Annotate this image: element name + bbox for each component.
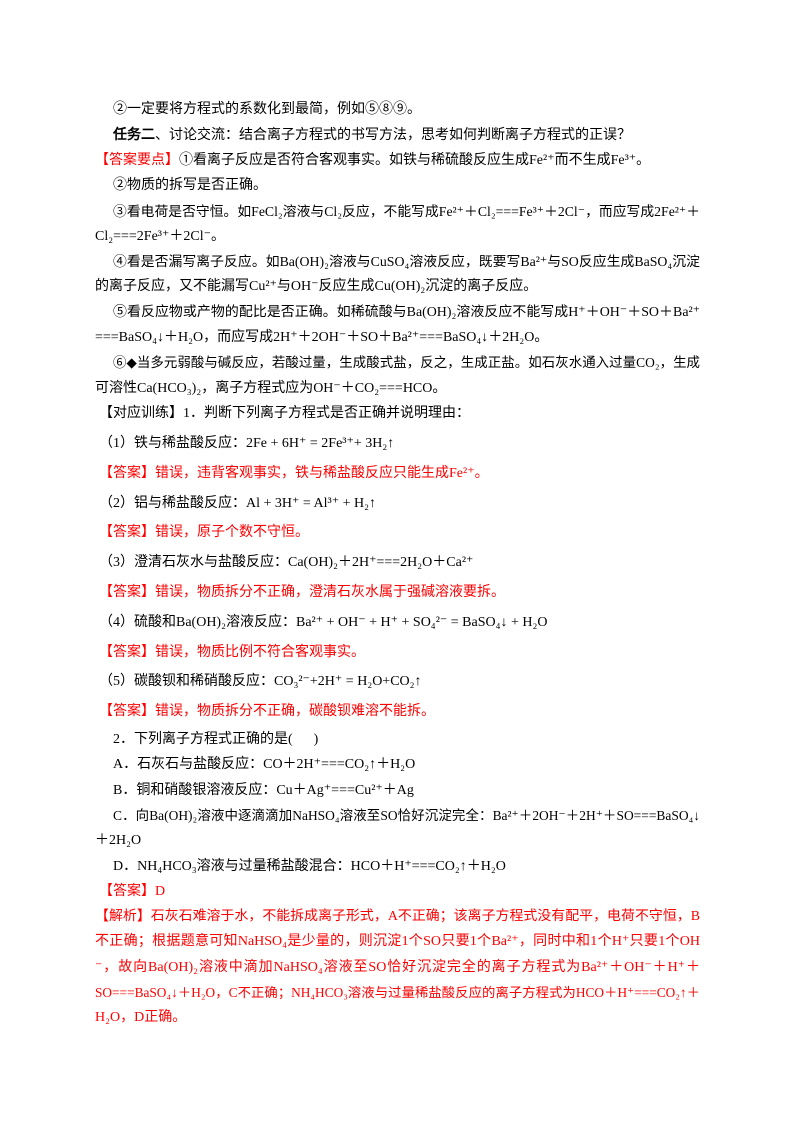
task-two-heading: 任务二、讨论交流：结合离子方程式的书写方法，思考如何判断离子方程式的正误？ bbox=[95, 123, 700, 148]
answer-point-1: 【答案要点】①看离子反应是否符合客观事实。如铁与稀硫酸反应生成Fe²⁺而不生成F… bbox=[95, 148, 700, 173]
task-two-prompt: 、讨论交流：结合离子方程式的书写方法，思考如何判断离子方程式的正误？ bbox=[155, 127, 631, 143]
q2-analysis-line-5: H₂O，D正确。 bbox=[95, 1010, 187, 1026]
practice-label: 【对应训练】 bbox=[99, 405, 183, 421]
q2-option-d: D．NH₄HCO₃溶液与过量稀盐酸混合：HCO＋H⁺===CO₂↑＋H₂O bbox=[113, 858, 506, 874]
answer-points-label: 【答案要点】 bbox=[95, 152, 179, 168]
answer-point-6-line-1: ⑥◆当多元弱酸与碱反应，若酸过量，生成酸式盐，反之，生成正盐。如石灰水通入过量C… bbox=[113, 355, 700, 371]
q1-item-4-answer: 【答案】错误，物质比例不符合客观事实。 bbox=[99, 644, 365, 660]
q1-items: （1）铁与稀盐酸反应：2Fe + 6H⁺ = 2Fe³⁺+ 3H₂↑ 【答案】错… bbox=[95, 429, 700, 727]
q2-analysis-line-3: ⁻，故向Ba(OH)₂溶液中滴加NaHSO₄溶液至SO恰好沉淀完全的离子方程式为… bbox=[95, 959, 700, 975]
q1-item-5-answer: 【答案】错误，物质拆分不正确，碳酸钡难溶不能拆。 bbox=[99, 704, 435, 720]
answer-point-5-line-2: ===BaSO₄↓＋H₂O，而应写成2H⁺＋2OH⁻＋SO＋Ba²⁺===BaS… bbox=[95, 330, 549, 346]
task-one-note: ②一定要将方程式的系数化到最简，例如⑤⑧⑨。 bbox=[113, 102, 421, 118]
q1-item-3-answer: 【答案】错误，物质拆分不正确，澄清石灰水属于强碱溶液要拆。 bbox=[99, 585, 505, 601]
content-column: ②一定要将方程式的系数化到最简，例如⑤⑧⑨。 任务二、讨论交流：结合离子方程式的… bbox=[95, 97, 700, 1030]
answer-point-3-line-2: Cl₂===2Fe³⁺＋2Cl⁻。 bbox=[95, 228, 225, 244]
task-two-title: 任务二 bbox=[113, 127, 155, 143]
answer-point-4-line-2: 的离子反应，又不能漏写Cu²⁺与OH⁻反应生成Cu(OH)₂沉淀的离子反应。 bbox=[95, 279, 538, 295]
answer-point-6-line-2: 可溶性Ca(HCO₃)₂，离子方程式应为OH⁻＋CO₂===HCO。 bbox=[95, 380, 447, 396]
q1-item-5-question: （5）碳酸钡和稀硝酸反应：CO₃²⁻+2H⁺ = H₂O+CO₂↑ bbox=[99, 674, 422, 690]
answer-point-3-line-1: ③看电荷是否守恒。如FeCl₂溶液与Cl₂反应，不能写成Fe²⁺＋Cl₂===F… bbox=[113, 203, 700, 219]
q2-option-c-line-1: C．向Ba(OH)₂溶液中逐滴滴加NaHSO₄溶液至SO恰好沉淀完全：Ba²⁺＋… bbox=[113, 807, 700, 823]
q1-stem-text: 1．判断下列离子方程式是否正确并说明理由： bbox=[183, 405, 470, 421]
q2-option-b: B．铜和硝酸银溶液反应：Cu＋Ag⁺===Cu²⁺＋Ag bbox=[113, 782, 414, 798]
answer-point-4-line-1: ④看是否漏写离子反应。如Ba(OH)₂溶液与CuSO₄溶液反应，既要写Ba²⁺与… bbox=[113, 254, 700, 270]
q2-answer: 【答案】D bbox=[99, 883, 166, 899]
q1-item-2-question: （2）铝与稀盐酸反应：Al + 3H⁺ = Al³⁺ + H₂↑ bbox=[99, 495, 376, 511]
q2-analysis-line-1: 【解析】石灰石难溶于水，不能拆成离子形式，A不正确；该离子方程式没有配平，电荷不… bbox=[95, 909, 700, 925]
q1-item-1-question: （1）铁与稀盐酸反应：2Fe + 6H⁺ = 2Fe³⁺+ 3H₂↑ bbox=[99, 436, 395, 452]
q2-analysis-line-2: 不正确；根据题意可知NaHSO₄是少量的，则沉淀1个SO只要1个Ba²⁺，同时中… bbox=[95, 934, 700, 950]
q1-item-2-answer: 【答案】错误，原子个数不守恒。 bbox=[99, 525, 309, 541]
practice-q1-stem: 【对应训练】1．判断下列离子方程式是否正确并说明理由： bbox=[95, 401, 700, 426]
q1-item-4-question: （4）硫酸和Ba(OH)₂溶液反应：Ba²⁺ + OH⁻ + H⁺ + SO₄²… bbox=[99, 614, 548, 630]
q1-item-3-question: （3）澄清石灰水与盐酸反应：Ca(OH)₂＋2H⁺===2H₂O＋Ca²⁺ bbox=[99, 555, 474, 571]
q2-stem: 2．下列离子方程式正确的是( ) bbox=[113, 732, 319, 748]
q2-analysis-line-4: SO===BaSO₄↓＋H₂O，C不正确；NH₄HCO₃溶液与过量稀盐酸反应的离… bbox=[95, 984, 700, 1000]
q1-item-1-answer: 【答案】错误，违背客观事实，铁与稀盐酸反应只能生成Fe²⁺。 bbox=[99, 465, 489, 481]
q2-option-c-line-2: ＋2H₂O bbox=[95, 833, 142, 849]
answer-point-1-text: ①看离子反应是否符合客观事实。如铁与稀硫酸反应生成Fe²⁺而不生成Fe³⁺。 bbox=[179, 152, 651, 168]
answer-point-2: ②物质的拆写是否正确。 bbox=[113, 178, 267, 194]
answer-point-5-line-1: ⑤看反应物或产物的配比是否正确。如稀硫酸与Ba(OH)₂溶液反应不能写成H⁺＋O… bbox=[113, 304, 700, 320]
q2-option-a: A．石灰石与盐酸反应：CO＋2H⁺===CO₂↑＋H₂O bbox=[113, 757, 416, 773]
